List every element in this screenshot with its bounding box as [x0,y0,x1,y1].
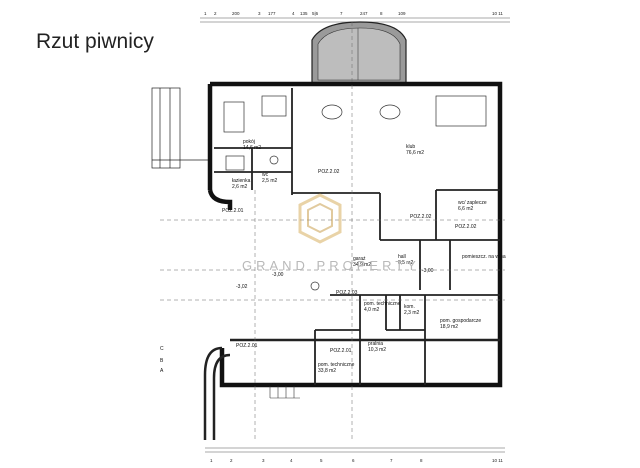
left-stair [151,87,210,169]
watermark-text: GRAND PROPERTY [242,258,420,273]
dimension-bottom: 1 [210,458,213,463]
room-area: 6,6 m2 [458,206,474,212]
room-area: 33,8 m2 [318,368,336,374]
top-terrace [311,21,407,85]
dimension-top: 3 [258,11,261,16]
room-name: pokój [243,139,255,145]
room-area: 2,3 m2 [404,310,420,316]
room-area: 76,6 m2 [406,150,424,156]
dimension-bottom: 6 [352,458,355,463]
dimension-bottom: 7 [390,458,393,463]
watermark-logo [298,193,342,244]
dimension-top: 200 [232,11,240,16]
lower-stair [269,386,300,399]
room-area: 14,6 m2 [243,145,261,151]
level-marker: POZ.2.03 [336,290,358,296]
dimension-bottom: 8 [420,458,423,463]
room-area: 2,5 m2 [262,178,278,184]
fixtures [223,95,487,291]
dimension-bottom: 5 [320,458,323,463]
room-area: 18,9 m2 [440,324,458,330]
dimension-top: 1 [204,11,207,16]
level-marker: POZ.2.02 [318,169,340,175]
room-name: pomieszcz. na wina [462,254,506,260]
room-name: klub [406,144,415,150]
room-name: kom. [404,304,415,310]
level-marker: POZ.2.01 [236,343,258,349]
outer-walls [207,81,503,388]
level-marker: POZ.2.02 [410,214,432,220]
dimension-top: 10 11 [492,11,503,16]
room-area: 4,0 m2 [364,307,380,313]
interior-walls [214,88,500,385]
dimension-top: 4 [292,11,295,16]
room-area: 8,5 m2 [398,260,414,266]
dimension-top: 7 [340,11,343,16]
top-dimension-strip [200,17,510,23]
dimension-top: 247 [360,11,368,16]
dimension-top: 177 [268,11,276,16]
axis-lines [160,22,505,440]
room-name: pom. techniczne [318,362,355,368]
room-area: 34,9 m2 [353,262,371,268]
room-name: wc [262,172,269,178]
dimension-bottom: 4 [290,458,293,463]
bottom-dimension-strip [205,447,505,453]
room-name: wc/ zaplecze [458,200,487,206]
room-name: pom. techniczne [364,301,401,307]
dimension-top: 5|6 [312,11,319,16]
level-marker: POZ.2.01 [330,348,352,354]
axis-letter: C [160,346,164,352]
room-name: pom. gospodarcze [440,318,481,324]
room-name: łazienka [232,178,251,184]
level-marker: POZ.2.02 [455,224,477,230]
dimension-top: 2 [214,11,217,16]
room-area: 2,6 m2 [232,184,248,190]
elevation-label: -3,00 [272,272,284,278]
dimension-top: 109 [398,11,406,16]
axis-letter: B [160,358,164,364]
room-area: 10,3 m2 [368,347,386,353]
level-marker: POZ.2.01 [222,208,244,214]
elevation-label: -3,00 [422,268,434,274]
page-title: Rzut piwnicy [36,30,154,53]
dimension-bottom: 2 [230,458,233,463]
dimension-bottom: 10 11 [492,458,503,463]
lower-curved-wall [203,338,500,440]
room-name: garaż [353,256,366,262]
dimension-bottom: 3 [262,458,265,463]
dimension-top: 8 [380,11,383,16]
room-name: hall [398,254,406,260]
elevation-label: -3,02 [236,284,248,290]
room-name: pralnia [368,341,383,347]
dimension-top: 135 [300,11,308,16]
axis-letter: A [160,368,164,374]
